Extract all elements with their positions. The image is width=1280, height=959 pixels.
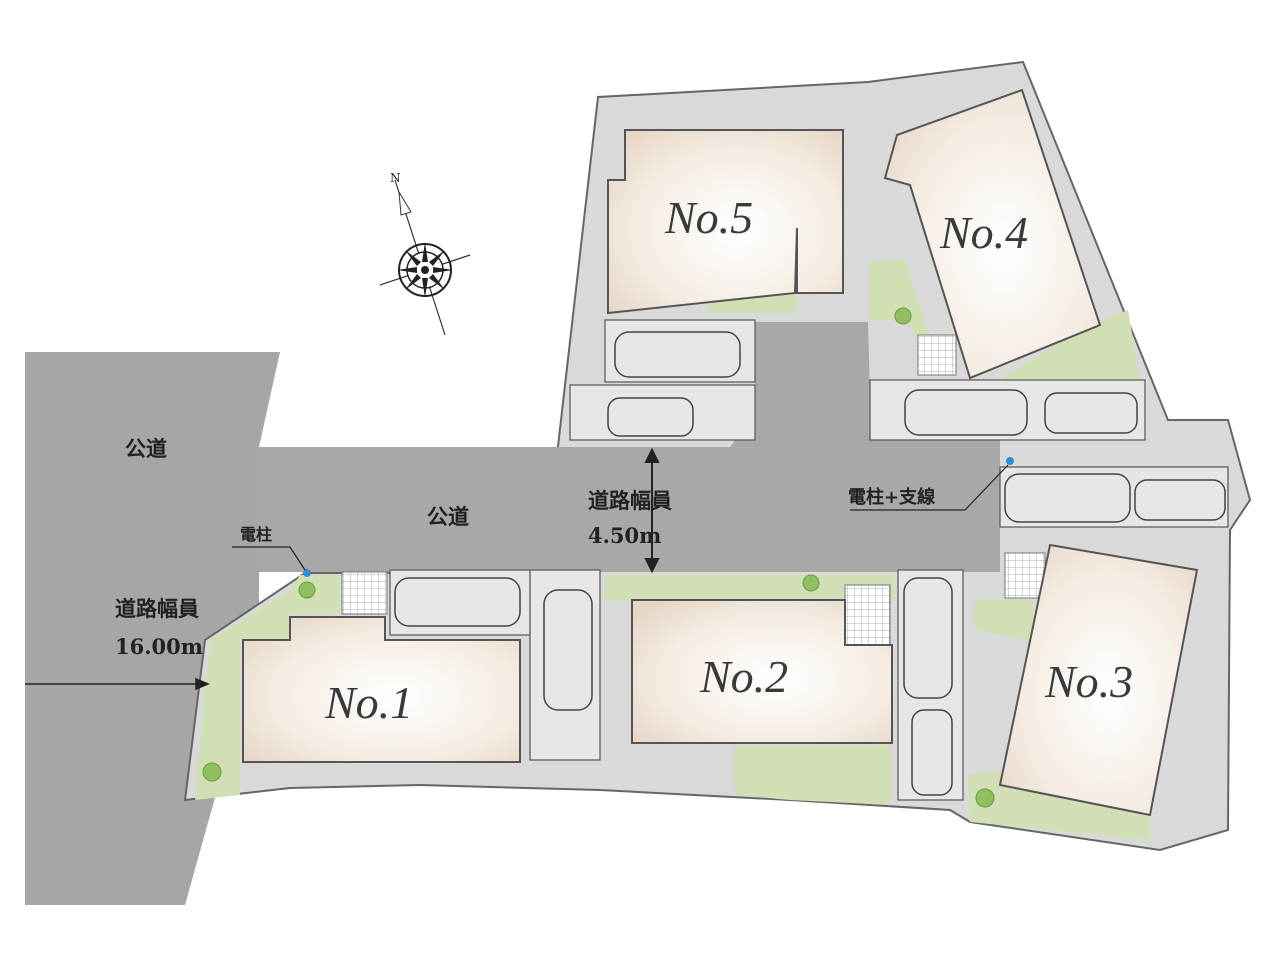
trees <box>202 307 995 808</box>
lawn-areas <box>195 260 1150 840</box>
house-no1 <box>242 616 521 763</box>
houses <box>242 88 1199 817</box>
house-no2 <box>631 599 893 744</box>
house-no5 <box>607 129 844 315</box>
main-road-width-value: 16.00m <box>115 634 203 659</box>
utility-pole-2 <box>1006 457 1014 465</box>
main-road-width-label: 道路幅員 <box>115 596 199 621</box>
house-no4 <box>883 88 1102 380</box>
pole-label: 電柱 <box>240 525 272 544</box>
lot-label-no4: No.4 <box>939 207 1028 258</box>
main-road-label: 公道 <box>125 436 167 461</box>
north-arrow-icon <box>398 191 412 216</box>
leader-lines <box>232 464 1009 571</box>
inner-road-width-label: 道路幅員 <box>588 488 672 513</box>
lot-label-no1: No.1 <box>324 677 413 728</box>
pole-guy-label: 電柱+支線 <box>848 486 935 508</box>
inner-road-width-arrow <box>644 447 660 574</box>
lot-label-no3: No.3 <box>1044 656 1133 707</box>
utility-pole-1 <box>303 569 311 577</box>
lot-label-no5: No.5 <box>664 192 753 243</box>
cars <box>394 331 1226 796</box>
main-road-width-arrow <box>25 677 210 691</box>
compass-north-label: N <box>390 171 401 185</box>
inner-road-width-value: 4.50m <box>588 523 661 548</box>
inner-road <box>259 322 1000 572</box>
house-no3 <box>998 543 1199 817</box>
compass: N <box>379 171 471 336</box>
lot-label-no2: No.2 <box>699 651 788 702</box>
compass-rose-icon <box>397 242 453 298</box>
inner-road-label: 公道 <box>427 504 469 529</box>
